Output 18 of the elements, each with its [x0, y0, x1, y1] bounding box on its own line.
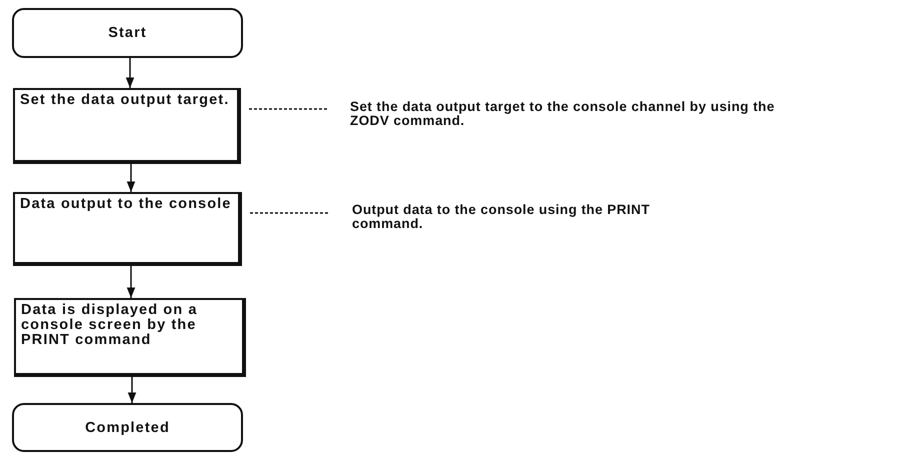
arrow [126, 164, 136, 192]
arrow [128, 377, 136, 403]
terminal-box [12, 8, 243, 58]
note-text: Output data to the console using the PRINT command. [352, 203, 672, 232]
box-label: Data output to the console [20, 196, 232, 212]
arrow [126, 266, 136, 298]
process-box [13, 192, 242, 266]
box-label: Start [108, 25, 147, 41]
process-box [14, 298, 246, 377]
dashed-leader-line [249, 108, 328, 110]
process-box [13, 88, 241, 164]
box-label: Set the data output target. [20, 92, 230, 108]
note-text: Set the data output target to the console channel by using the ZODV command. [350, 100, 790, 128]
box-label: Completed [85, 420, 170, 436]
box-label: Data is displayed on a console screen by the PRINT command [21, 302, 198, 348]
terminal-box [12, 403, 243, 452]
dashed-leader-line [250, 212, 330, 214]
arrow [126, 58, 134, 88]
